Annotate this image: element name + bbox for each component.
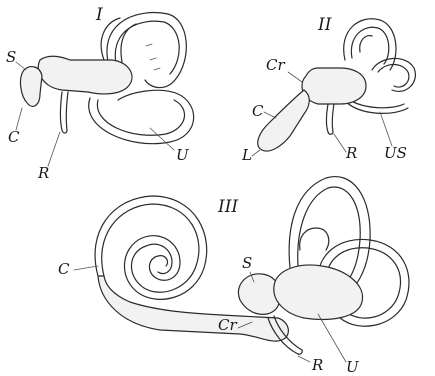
panel-2-drawing (258, 19, 416, 151)
panel-3-label-s: S (242, 254, 252, 272)
panel-1-label-s: S (6, 48, 16, 66)
panel-1-label-c: C (8, 128, 20, 146)
panel-3-numeral: III (217, 197, 238, 217)
panel-2-label-c: C (252, 102, 264, 120)
panel-1-drawing (21, 13, 194, 144)
panel-3-label-r: R (311, 356, 323, 374)
panel-1-numeral: I (95, 5, 103, 25)
panel-3-label-u: U (346, 358, 360, 376)
panel-2-label-l: L (241, 146, 252, 164)
panel-2-label-cr: Cr (266, 56, 285, 74)
panel-1-label-r: R (37, 164, 49, 182)
panel-3-label-cr: Cr (218, 316, 237, 334)
panel-2-label-us: US (384, 144, 407, 162)
panel-2-label-r: R (345, 144, 357, 162)
panel-2-numeral: II (317, 15, 332, 35)
panel-3-label-c: C (58, 260, 70, 278)
panel-1-label-u: U (176, 146, 190, 164)
